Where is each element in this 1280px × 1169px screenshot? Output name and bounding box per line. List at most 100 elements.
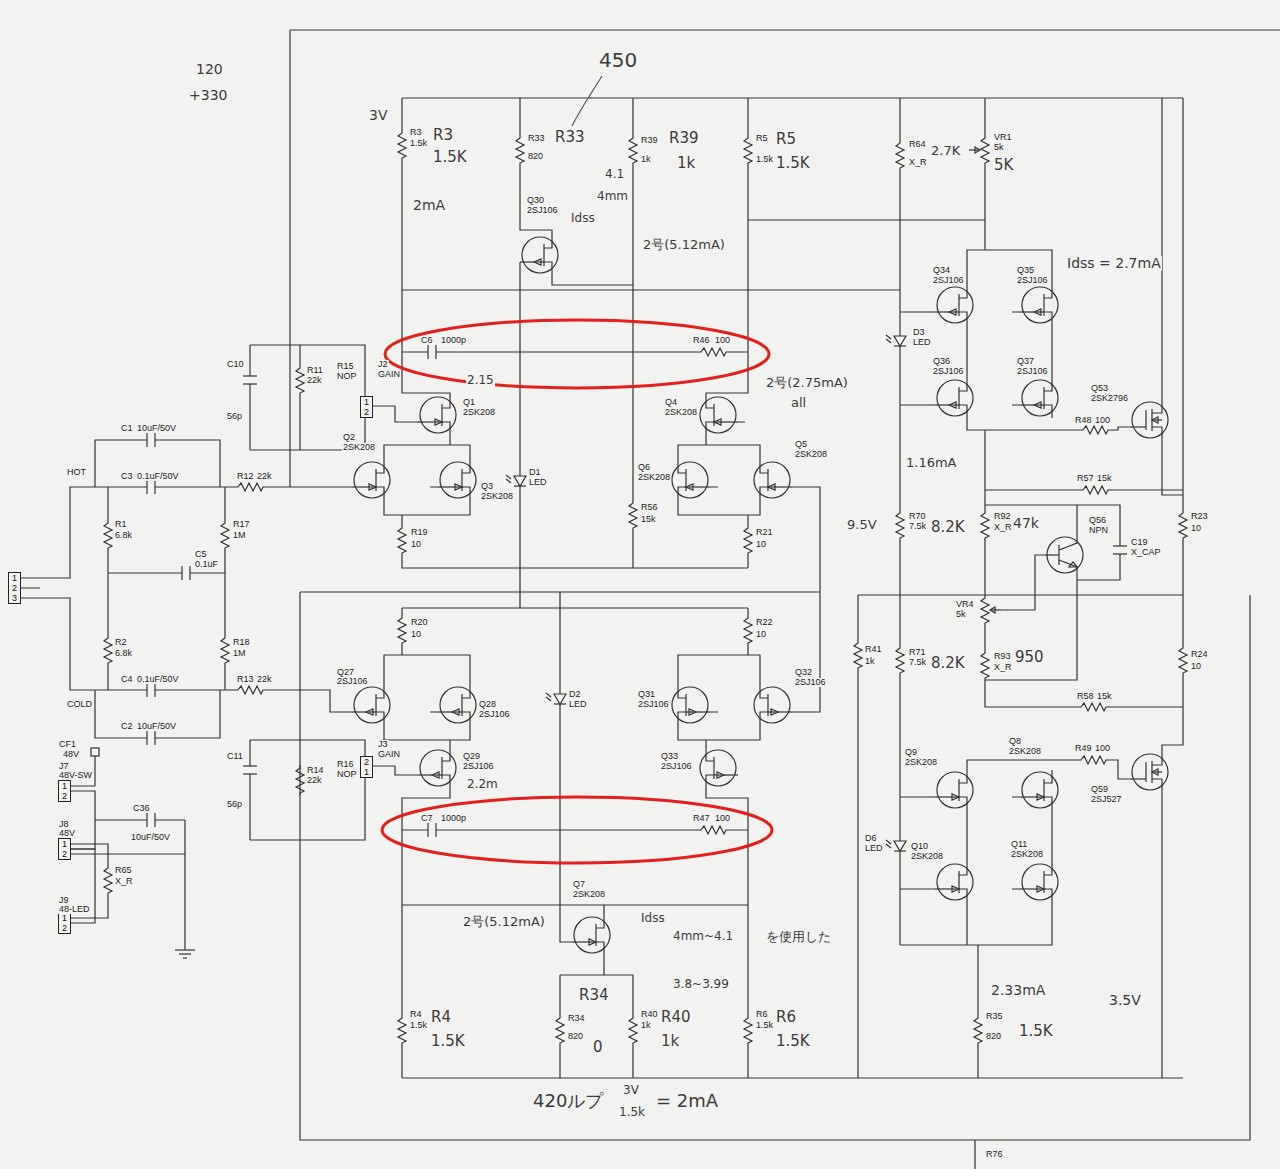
- part-label: 0.1uF/50V: [136, 675, 180, 684]
- resistor-symbol: [1080, 486, 1110, 494]
- resistor-symbol: [1078, 703, 1108, 711]
- part-label: 48V: [62, 750, 80, 759]
- connector-header: 12: [58, 912, 71, 934]
- part-label: 2SK208: [572, 890, 606, 899]
- handwritten-note: 3.8~3.99: [672, 978, 730, 991]
- part-label: R57: [1076, 474, 1095, 483]
- resistor-symbol: [221, 635, 229, 665]
- resistor-symbol: [235, 686, 265, 694]
- part-label: 48V-SW: [58, 771, 93, 780]
- jfet-symbol: [935, 862, 973, 902]
- part-label: 2SJ106: [1016, 276, 1049, 285]
- part-label: R20: [410, 618, 429, 627]
- part-label: 2SK208: [910, 852, 944, 861]
- capacitor-symbol: [243, 376, 257, 384]
- part-label: 2SJ106: [336, 677, 369, 686]
- mosfet-symbol: [1130, 752, 1168, 792]
- part-label: 1.5k: [409, 139, 428, 148]
- capacitor-symbol: [147, 433, 155, 447]
- handwritten-note: Idss: [640, 912, 666, 925]
- resistor-symbol: [981, 650, 989, 680]
- connector-header: 21: [360, 756, 373, 778]
- part-label: 1M: [232, 649, 247, 658]
- terminal-pad: [91, 748, 99, 756]
- part-label: R46: [692, 336, 711, 345]
- part-label: 2SJ106: [462, 762, 495, 771]
- part-label: C19: [1130, 538, 1149, 547]
- part-label: 1.5k: [755, 155, 774, 164]
- jfet-symbol: [418, 748, 456, 788]
- mosfet-symbol: [1130, 400, 1168, 440]
- connector-header: 12: [58, 780, 71, 802]
- part-label: LED: [568, 700, 588, 709]
- handwritten-note: 1.5K: [775, 156, 811, 172]
- handwritten-note: = 2mA: [655, 1092, 719, 1111]
- part-label: 22k: [256, 472, 273, 481]
- resistor-symbol: [698, 826, 728, 834]
- part-label: 100: [1094, 744, 1111, 753]
- part-label: Q30: [526, 196, 545, 205]
- part-label: 2SJ106: [526, 206, 559, 215]
- handwritten-note: 5K: [993, 158, 1014, 174]
- part-label: 1k: [864, 657, 876, 666]
- handwritten-note: Idss = 2.7mA: [1066, 256, 1162, 271]
- resistor-symbol: [104, 520, 112, 550]
- part-label: 10uF/50V: [130, 833, 171, 842]
- pin-number: 2: [62, 791, 67, 801]
- part-label: 48V: [58, 829, 76, 838]
- part-label: R41: [864, 645, 883, 654]
- highlight-ellipse: [385, 320, 769, 388]
- part-label: 10: [410, 630, 422, 639]
- part-label: LED: [528, 478, 548, 487]
- part-label: R49: [1074, 744, 1093, 753]
- part-label: R13: [236, 675, 255, 684]
- part-label: Q36: [932, 357, 951, 366]
- part-label: X_R: [114, 877, 134, 886]
- part-label: R3: [409, 128, 423, 137]
- part-label: 2SK2796: [1090, 394, 1129, 403]
- pin-number: 1: [364, 767, 369, 777]
- part-label: R48: [1074, 416, 1093, 425]
- resistor-symbol: [896, 510, 904, 540]
- part-label: 10: [410, 540, 422, 549]
- part-label: 1000p: [440, 814, 467, 823]
- part-label: 100: [714, 336, 731, 345]
- pin-number: 1: [62, 839, 67, 849]
- part-label: 1000p: [440, 336, 467, 345]
- part-label: NPN: [1088, 526, 1109, 535]
- pin-number: 2: [364, 407, 369, 417]
- part-label: R17: [232, 520, 251, 529]
- part-label: 100: [714, 814, 731, 823]
- led-symbol: [546, 688, 566, 712]
- part-label: R24: [1190, 650, 1209, 659]
- jfet-symbol: [438, 460, 476, 500]
- part-label: Q3: [480, 482, 494, 491]
- wire-connector: [71, 791, 95, 849]
- part-label: 2SK208: [794, 450, 828, 459]
- pin-number: 2: [364, 757, 369, 767]
- handwritten-note: 2号(5.12mA): [642, 238, 726, 252]
- part-label: 10: [755, 630, 767, 639]
- handwritten-note: R6: [775, 1010, 797, 1026]
- handwritten-note: 420ルプ: [532, 1092, 604, 1111]
- capacitor-symbol: [428, 345, 436, 359]
- jfet-symbol: [754, 685, 792, 725]
- jfet-symbol: [1020, 285, 1058, 325]
- handwritten-note: 4mm~4.1: [672, 930, 734, 943]
- handwritten-note: R40: [660, 1010, 692, 1026]
- part-label: 0.1uF: [194, 560, 219, 569]
- handwritten-note: 1.5K: [775, 1034, 811, 1050]
- part-label: 7.5k: [908, 658, 927, 667]
- highlight-ellipse: [382, 797, 772, 863]
- part-label: 2SK208: [462, 408, 496, 417]
- part-label: 56p: [226, 412, 243, 421]
- potentiometer-symbol: [969, 135, 989, 165]
- jfet-symbol: [1020, 862, 1058, 902]
- part-label: R5: [755, 134, 769, 143]
- part-label: R21: [755, 528, 774, 537]
- part-label: C6: [420, 336, 434, 345]
- part-label: 56p: [226, 800, 243, 809]
- part-label: R12: [236, 472, 255, 481]
- capacitor-symbol: [182, 566, 190, 580]
